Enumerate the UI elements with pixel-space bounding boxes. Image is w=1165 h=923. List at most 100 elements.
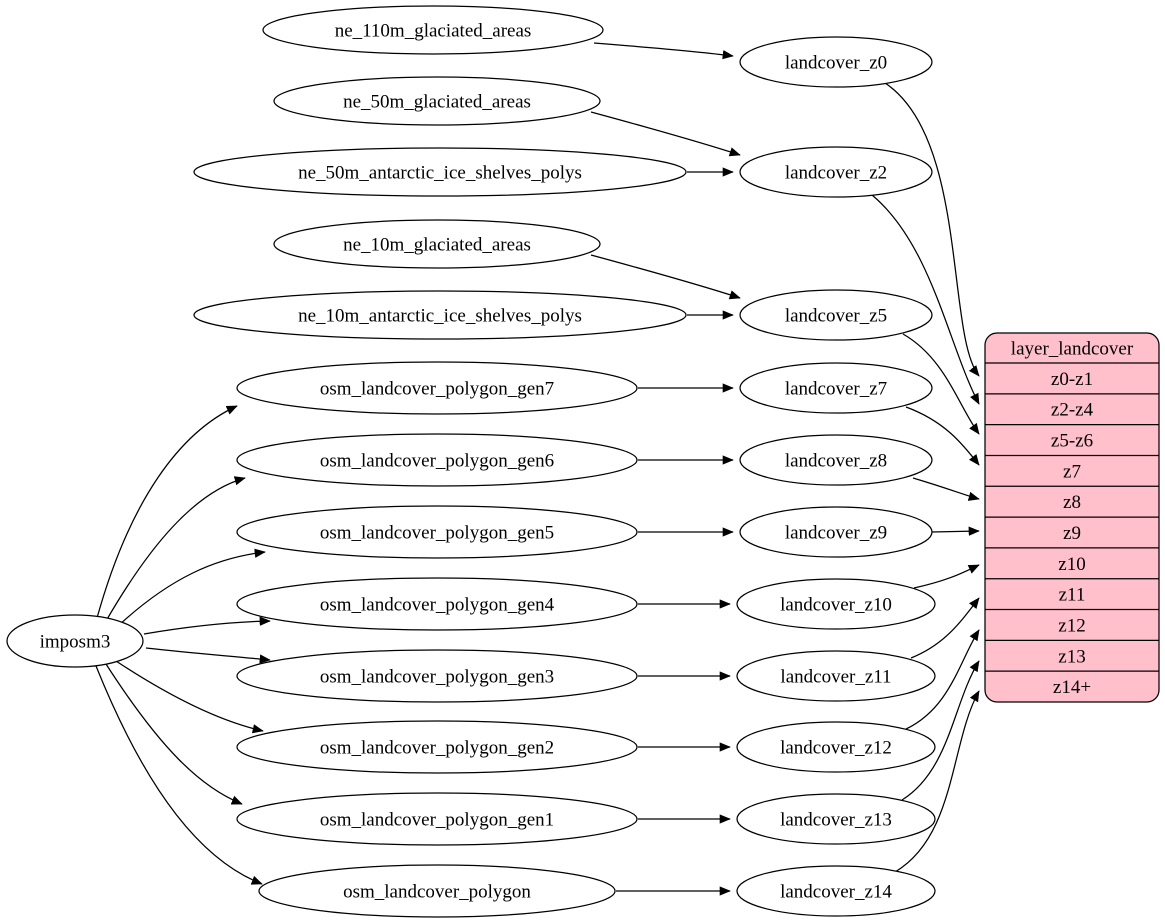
edge-landcover_z0-row-z0-z1 (884, 82, 980, 377)
record-layer_landcover: layer_landcoverz0-z1z2-z4z5-z6z7z8z9z10z… (984, 332, 1160, 703)
node-ellipse (736, 793, 936, 845)
edge-imposm3-osm_landcover_polygon_gen7 (96, 405, 238, 619)
edge-imposm3-osm_landcover_polygon_gen3 (145, 647, 271, 664)
node-label: landcover_z0 (785, 53, 887, 74)
node-ne_50m_antarctic_ice_shelves_polys: ne_50m_antarctic_ice_shelves_polys (193, 147, 687, 197)
node-ellipse (736, 865, 936, 917)
edge-landcover_z14-row-z14+ (894, 690, 980, 873)
node-label: ne_10m_glaciated_areas (343, 235, 531, 256)
node-ellipse (739, 362, 933, 414)
edge-landcover_z7-row-z7 (905, 406, 980, 466)
record-row-z14+: z14+ (1053, 677, 1091, 698)
node-landcover_z10: landcover_z10 (736, 578, 936, 630)
node-landcover_z0: landcover_z0 (739, 36, 933, 88)
node-label: ne_50m_antarctic_ice_shelves_polys (298, 163, 582, 184)
nodes-layer: imposm3 ne_110m_glaciated_areas ne_50m_gla… (6, 5, 936, 918)
edge-imposm3-osm_landcover_polygon (95, 665, 263, 885)
node-label: osm_landcover_polygon_gen5 (320, 523, 554, 544)
node-ne_10m_glaciated_areas: ne_10m_glaciated_areas (273, 219, 601, 269)
edge-landcover_z10-row-z10 (913, 564, 980, 589)
edge-landcover_z11-row-z11 (910, 597, 980, 659)
record-row-z5-z6: z5-z6 (1051, 431, 1093, 452)
node-ellipse (739, 36, 933, 88)
node-osm_landcover_polygon_gen1: osm_landcover_polygon_gen1 (236, 792, 638, 846)
node-label: ne_50m_glaciated_areas (343, 92, 531, 113)
node-label: landcover_z13 (780, 810, 892, 831)
node-label: landcover_z8 (785, 451, 887, 472)
edge-imposm3-osm_landcover_polygon_gen4 (143, 616, 271, 635)
edge-imposm3-osm_landcover_polygon_gen6 (105, 476, 246, 622)
node-label: landcover_z5 (785, 306, 887, 327)
node-label: landcover_z9 (785, 523, 887, 544)
node-osm_landcover_polygon_gen5: osm_landcover_polygon_gen5 (236, 505, 638, 559)
node-ellipse (739, 146, 933, 198)
node-landcover_z2: landcover_z2 (739, 146, 933, 198)
node-landcover_z8: landcover_z8 (739, 434, 933, 486)
edge-imposm3-osm_landcover_polygon_gen2 (115, 660, 264, 734)
node-ellipse (236, 649, 638, 703)
node-ellipse (739, 289, 933, 341)
edge-ne_50m_glaciated_areas-landcover_z2 (590, 111, 741, 157)
node-ellipse (739, 434, 933, 486)
node-ellipse (236, 433, 638, 487)
node-label: osm_landcover_polygon_gen2 (320, 738, 554, 759)
node-ellipse (193, 290, 687, 340)
node-ellipse (6, 614, 144, 668)
node-label: landcover_z11 (780, 667, 891, 688)
node-landcover_z14: landcover_z14 (736, 865, 936, 917)
edge-landcover_z12-row-z12 (905, 629, 980, 730)
record-row-z8: z8 (1063, 492, 1081, 513)
node-ellipse (736, 578, 936, 630)
node-osm_landcover_polygon_gen4: osm_landcover_polygon_gen4 (236, 577, 638, 631)
node-label: osm_landcover_polygon_gen3 (320, 667, 554, 688)
node-osm_landcover_polygon_gen3: osm_landcover_polygon_gen3 (236, 649, 638, 703)
node-label: landcover_z12 (780, 738, 892, 759)
node-ellipse (236, 792, 638, 846)
node-osm_landcover_polygon_gen7: osm_landcover_polygon_gen7 (236, 361, 638, 415)
node-ellipse (262, 5, 604, 55)
edge-ne_110m_glaciated_areas-landcover_z0 (593, 42, 734, 60)
node-label: osm_landcover_polygon (343, 882, 531, 903)
node-landcover_z5: landcover_z5 (739, 289, 933, 341)
node-landcover_z11: landcover_z11 (736, 650, 936, 702)
node-ellipse (236, 577, 638, 631)
node-landcover_z13: landcover_z13 (736, 793, 936, 845)
node-ne_50m_glaciated_areas: ne_50m_glaciated_areas (273, 76, 601, 126)
edges-layer (95, 42, 980, 896)
edge-imposm3-osm_landcover_polygon_gen5 (117, 548, 266, 627)
node-label: ne_110m_glaciated_areas (335, 21, 532, 42)
node-label: osm_landcover_polygon_gen7 (320, 379, 554, 400)
edge-landcover_z5-row-z5-z6 (902, 333, 980, 435)
record-row-z9: z9 (1063, 523, 1081, 544)
node-ellipse (273, 219, 601, 269)
node-label: landcover_z10 (780, 595, 892, 616)
node-ellipse (236, 505, 638, 559)
node-label: ne_10m_antarctic_ice_shelves_polys (298, 306, 582, 327)
record-row-z13: z13 (1058, 646, 1085, 667)
node-ellipse (736, 650, 936, 702)
node-ne_110m_glaciated_areas: ne_110m_glaciated_areas (262, 5, 604, 55)
edge-imposm3-osm_landcover_polygon_gen1 (105, 663, 243, 805)
node-label: osm_landcover_polygon_gen6 (320, 451, 554, 472)
node-ellipse (739, 506, 933, 558)
node-landcover_z12: landcover_z12 (736, 721, 936, 773)
record-row-z7: z7 (1063, 461, 1081, 482)
record-row-z2-z4: z2-z4 (1051, 400, 1094, 421)
node-label: landcover_z2 (785, 163, 887, 184)
node-ellipse (236, 361, 638, 415)
edge-ne_10m_glaciated_areas-landcover_z5 (590, 254, 741, 300)
node-ellipse (193, 147, 687, 197)
node-landcover_z7: landcover_z7 (739, 362, 933, 414)
node-ellipse (236, 720, 638, 774)
node-ellipse (258, 864, 616, 918)
node-ellipse (736, 721, 936, 773)
node-osm_landcover_polygon_gen6: osm_landcover_polygon_gen6 (236, 433, 638, 487)
node-imposm3: imposm3 (6, 614, 144, 668)
node-label: osm_landcover_polygon_gen4 (320, 595, 555, 616)
node-label: landcover_z14 (780, 882, 892, 903)
node-label: landcover_z7 (785, 379, 887, 400)
node-label: osm_landcover_polygon_gen1 (320, 810, 554, 831)
node-ne_10m_antarctic_ice_shelves_polys: ne_10m_antarctic_ice_shelves_polys (193, 290, 687, 340)
